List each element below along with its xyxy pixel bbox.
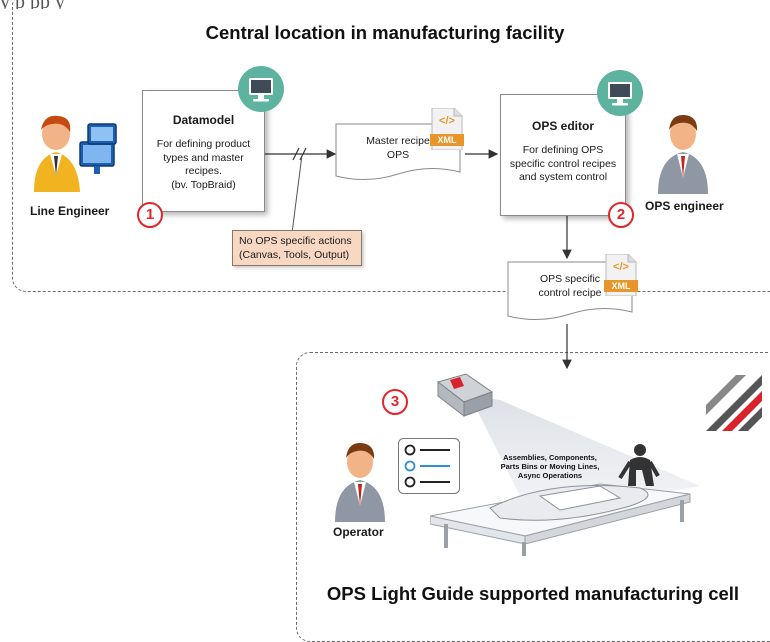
central-location-region [12, 0, 770, 292]
operator-figure [333, 440, 387, 522]
ops-editor-desc-2: specific control recipes [509, 157, 617, 170]
control-recipe-line2: control recipe [538, 287, 602, 300]
note-line1: No OPS specific actions [239, 235, 352, 247]
projector-icon [436, 373, 494, 418]
step-badge-3: 3 [382, 389, 408, 415]
step-badge-2: 2 [608, 202, 634, 228]
datamodel-box: Datamodel For defining product types and… [142, 90, 265, 212]
xml-file-icon: </> XML [430, 107, 464, 151]
note-line2: (Canvas, Tools, Output) [239, 248, 350, 261]
ops-editor-desc-1: For defining OPS [522, 144, 604, 157]
monitor-icon [238, 66, 284, 112]
xml-label: XML [611, 281, 631, 291]
projection-line2: Parts Bins or Moving Lines, [500, 462, 600, 471]
cutoff-caption: y p pp y [0, 0, 770, 9]
break-mark-1 [292, 147, 300, 161]
note-pointer [291, 154, 303, 234]
xml-file-icon: </> XML [604, 253, 638, 297]
line-engineer-figure [28, 114, 128, 194]
datamodel-desc-1: For defining product [156, 138, 251, 151]
operator-label: Operator [333, 525, 384, 539]
datamodel-desc-2: types and master [163, 151, 244, 164]
person-icon [335, 442, 385, 522]
xml-code-glyph: </> [439, 115, 455, 127]
projection-line3: Async Operations [517, 471, 583, 480]
xml-label: XML [437, 135, 457, 145]
line-engineer-label: Line Engineer [30, 204, 110, 218]
light-guide-scene [430, 373, 700, 556]
ops-editor-desc-3: and system control [518, 171, 608, 184]
logo-icon [706, 375, 762, 431]
connectors [265, 147, 572, 370]
xml-code-glyph: </> [613, 261, 629, 273]
datamodel-desc-4: (bv. TopBraid) [171, 178, 236, 191]
ops-engineer-label: OPS engineer [645, 199, 724, 213]
control-recipe-document: OPS specific control recipe [507, 261, 633, 324]
control-recipe-line1: OPS specific [539, 273, 601, 285]
break-mark-2 [299, 147, 307, 161]
ops-editor-title: OPS editor [531, 119, 594, 133]
monitor-icon [597, 70, 643, 116]
person-icon [658, 114, 708, 194]
projection-line1: Assemblies, Components, [503, 453, 597, 462]
master-recipe-line1: Master recipe [366, 135, 430, 147]
datamodel-desc-3: recipes. [185, 165, 222, 178]
step-badge-1: 1 [137, 202, 163, 228]
ops-editor-box: OPS editor For defining OPS specific con… [500, 94, 626, 216]
manufacturing-cell-title: OPS Light Guide supported manufacturing … [326, 583, 740, 604]
no-ops-actions-note: No OPS specific actions (Canvas, Tools, … [232, 230, 362, 266]
ops-engineer-figure [656, 112, 710, 194]
datamodel-title: Datamodel [172, 113, 235, 127]
projection-label: Assemblies, Components, Parts Bins or Mo… [484, 453, 616, 480]
master-recipe-line2: OPS [386, 149, 410, 162]
person-icon [34, 115, 117, 192]
worker-silhouette [618, 444, 660, 486]
central-location-title: Central location in manufacturing facili… [205, 22, 565, 43]
checklist-icon [398, 438, 460, 494]
master-recipe-document: Master recipe OPS [335, 123, 461, 184]
